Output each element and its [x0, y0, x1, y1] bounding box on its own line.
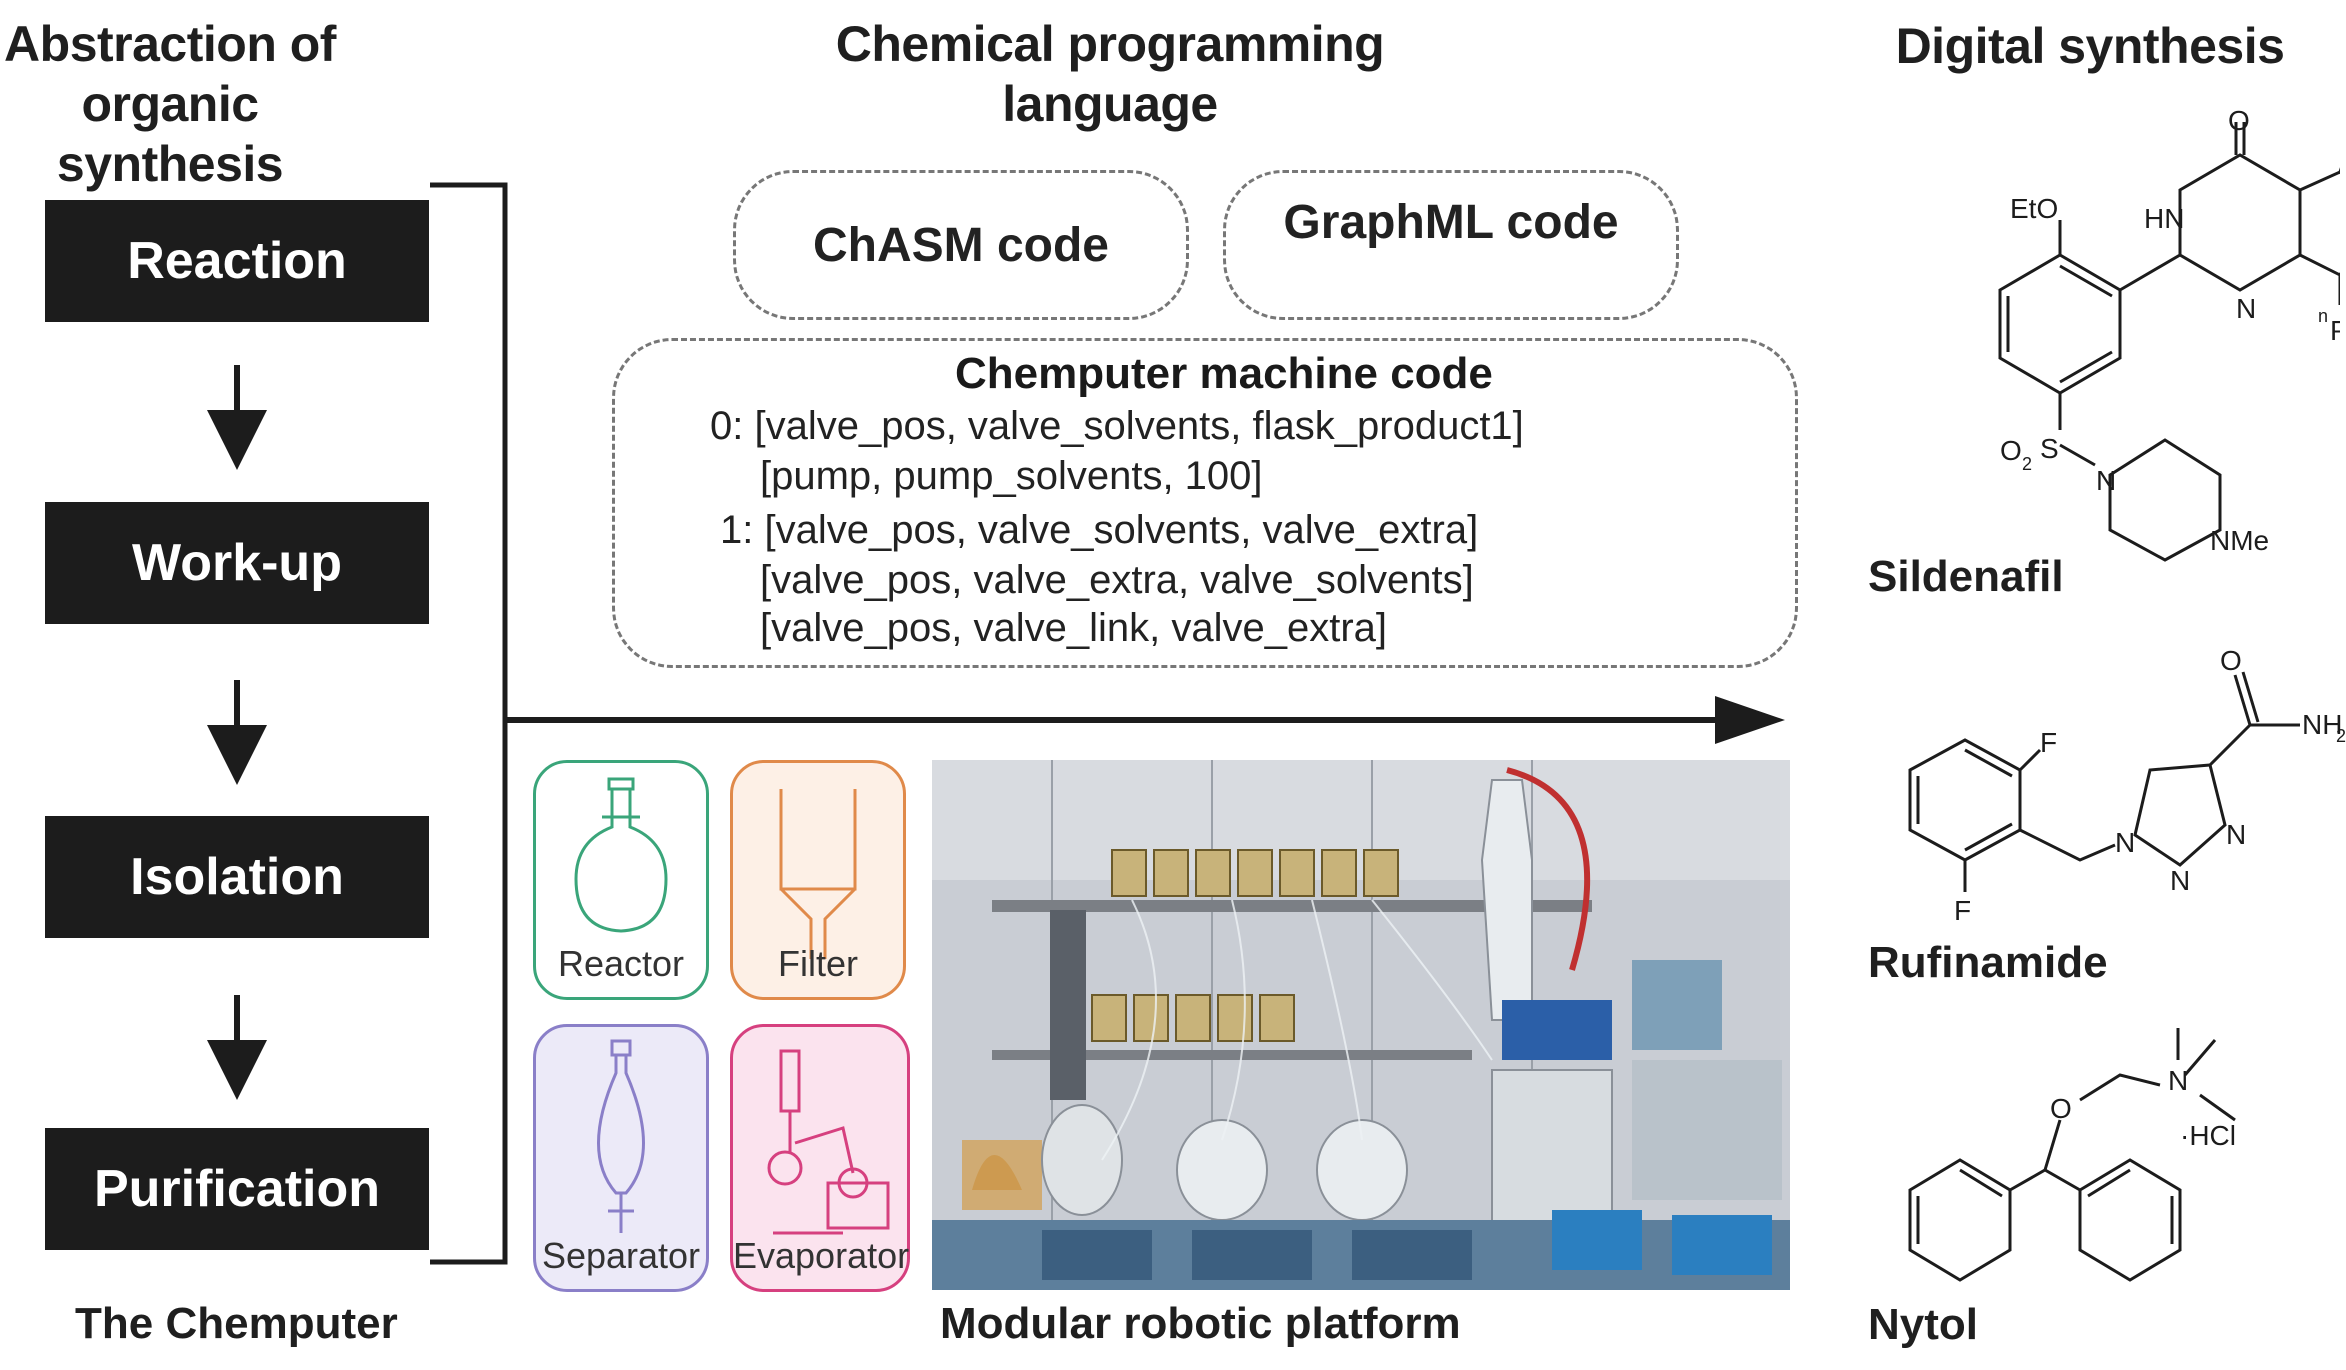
module-label: Reactor	[557, 943, 685, 984]
main-arrow-head	[1715, 696, 1785, 744]
atom-label: N	[2168, 1065, 2188, 1096]
sildenafil-structure: O Me N N N HN EtO n Pr O 2 S N NMe	[1998, 105, 2340, 562]
compound-name-nytol: Nytol	[1868, 1300, 1978, 1349]
header-language-line2: language	[1002, 76, 1218, 132]
module-label: Separator	[541, 1235, 701, 1276]
chasm-code-label: ChASM code	[812, 218, 1109, 272]
atom-label: NMe	[2210, 525, 2269, 556]
step-reaction: Reaction	[45, 200, 429, 322]
chasm-code-box: ChASM code	[733, 170, 1189, 320]
filter-funnel-icon	[779, 789, 857, 959]
module-label: Filter	[778, 943, 858, 984]
header-language-line1: Chemical programming	[835, 16, 1385, 72]
separator-funnel-icon	[597, 1039, 645, 1233]
bracket	[430, 182, 508, 1265]
atom-label: Pr	[2330, 315, 2340, 346]
atom-label: EtO	[2010, 193, 2058, 224]
module-separator: Separator	[533, 1024, 709, 1292]
header-abstraction-line2: organic synthesis	[56, 76, 284, 192]
reactor-flask-icon	[574, 777, 668, 933]
step-workup: Work-up	[45, 502, 429, 624]
atom-label: O	[2050, 1093, 2072, 1124]
module-reactor: Reactor	[533, 760, 709, 1000]
machine-code-line: 0: [valve_pos, valve_solvents, flask_pro…	[710, 404, 1524, 448]
module-label: Evaporator	[733, 1235, 910, 1276]
header-abstraction: Abstraction of organic synthesis	[0, 14, 340, 194]
atom-label: O	[2000, 435, 2022, 466]
rufinamide-structure: O NH 2 F F N N N	[1908, 645, 2346, 926]
atom-label: N	[2096, 465, 2116, 496]
header-language: Chemical programming language	[790, 14, 1430, 134]
module-evaporator: Evaporator	[730, 1024, 910, 1292]
machine-code-line: [pump, pump_solvents, 100]	[760, 454, 1263, 498]
atom-label: 2	[2336, 726, 2346, 746]
graphml-code-label: GraphML code	[1283, 196, 1619, 249]
module-filter: Filter	[730, 760, 906, 1000]
evaporator-icon	[767, 1049, 890, 1235]
graphml-code-box: GraphML code	[1223, 170, 1679, 320]
nytol-structure: O N ·HCl	[1908, 1028, 2236, 1282]
header-digital: Digital synthesis	[1895, 18, 2285, 74]
compound-name-rufinamide: Rufinamide	[1868, 938, 2108, 987]
atom-label: S	[2040, 433, 2059, 464]
compound-name-sildenafil: Sildenafil	[1868, 552, 2064, 601]
machine-code-title: Chemputer machine code	[955, 349, 1493, 398]
machine-code-line: 1: [valve_pos, valve_solvents, valve_ext…	[720, 508, 1479, 552]
chemputer-caption: The Chemputer	[75, 1299, 398, 1348]
atom-label: N	[2115, 827, 2135, 858]
atom-label: ·HCl	[2180, 1120, 2236, 1151]
atom-label: 2	[2022, 454, 2032, 474]
atom-label: HN	[2144, 203, 2184, 234]
platform-caption: Modular robotic platform	[940, 1299, 1461, 1348]
atom-label: O	[2228, 105, 2250, 136]
machine-code-line: [valve_pos, valve_link, valve_extra]	[760, 606, 1387, 650]
atom-label: O	[2220, 645, 2242, 676]
step-purification: Purification	[45, 1128, 429, 1250]
atom-label: NH	[2302, 709, 2342, 740]
machine-code-box: Chemputer machine code 0: [valve_pos, va…	[612, 338, 1798, 668]
step-isolation: Isolation	[45, 816, 429, 938]
header-abstraction-line1: Abstraction of	[4, 16, 336, 72]
atom-label: N	[2226, 819, 2246, 850]
machine-code-line: [valve_pos, valve_extra, valve_solvents]	[760, 558, 1474, 602]
atom-label: F	[2040, 727, 2057, 758]
atom-label: n	[2318, 306, 2328, 326]
robotic-platform-photo	[932, 760, 1790, 1290]
atom-label: N	[2338, 157, 2340, 188]
atom-label: N	[2170, 865, 2190, 896]
atom-label: F	[1954, 895, 1971, 926]
atom-label: N	[2236, 293, 2256, 324]
